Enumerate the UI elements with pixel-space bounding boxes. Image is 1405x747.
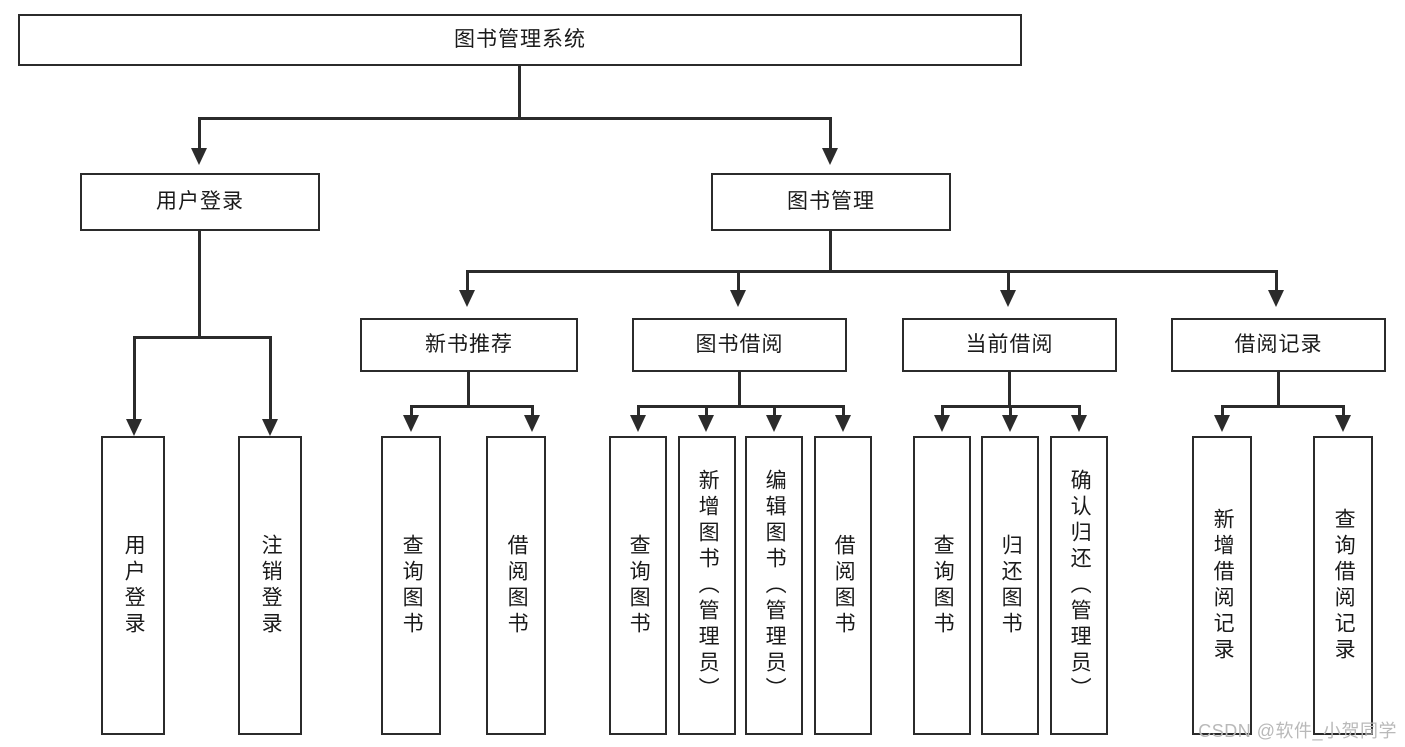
connector-book-manage-child-1 — [466, 270, 469, 292]
connector-new-book-leaf-2 — [531, 405, 534, 417]
connector-book-borrow-bus — [637, 405, 845, 408]
arrow-current-borrow-leaf-3 — [1071, 415, 1087, 432]
node-book-borrow[interactable]: 图书借阅 — [632, 318, 847, 372]
arrow-book-manage-child-4 — [1268, 290, 1284, 307]
node-label: 借阅记录 — [1234, 333, 1323, 357]
arrow-book-borrow-leaf-2 — [698, 415, 714, 432]
node-label: 用户登录 — [122, 533, 146, 638]
arrow-new-book-leaf-1 — [403, 415, 419, 432]
leaf-user-login-logout[interactable]: 注销登录 — [238, 436, 302, 735]
connector-book-manage-child-4 — [1275, 270, 1278, 292]
connector-new-book-stem — [467, 372, 470, 405]
leaf-borrow-record-add[interactable]: 新增借阅记录 — [1192, 436, 1252, 735]
connector-new-book-leaf-1 — [410, 405, 413, 417]
leaf-book-borrow-add[interactable]: 新增图书（管理员） — [678, 436, 736, 735]
connector-book-borrow-leaf-3 — [773, 405, 776, 417]
connector-current-borrow-stem — [1008, 372, 1011, 405]
arrow-borrow-record-leaf-1 — [1214, 415, 1230, 432]
node-label: 当前借阅 — [965, 333, 1054, 357]
connector-root-to-book-manage — [829, 117, 832, 150]
connector-borrow-record-leaf-2 — [1342, 405, 1345, 417]
arrow-book-borrow-leaf-4 — [835, 415, 851, 432]
connector-book-borrow-stem — [738, 372, 741, 405]
connector-current-borrow-leaf-3 — [1078, 405, 1081, 417]
connector-borrow-record-stem — [1277, 372, 1280, 405]
node-label: 查询借阅记录 — [1332, 507, 1356, 664]
arrow-book-manage-child-1 — [459, 290, 475, 307]
arrow-user-login-child-1 — [126, 419, 142, 436]
connector-user-login-bus — [133, 336, 272, 339]
arrow-book-borrow-leaf-3 — [766, 415, 782, 432]
connector-book-borrow-leaf-1 — [637, 405, 640, 417]
connector-book-manage-child-3 — [1007, 270, 1010, 292]
arrow-borrow-record-leaf-2 — [1335, 415, 1351, 432]
connector-root-bus — [198, 117, 832, 120]
connector-user-login-child-1 — [133, 336, 136, 421]
arrow-book-manage-child-3 — [1000, 290, 1016, 307]
connector-book-borrow-leaf-2 — [705, 405, 708, 417]
node-label: 用户登录 — [156, 190, 244, 214]
node-label: 注销登录 — [259, 533, 283, 638]
node-borrow-record[interactable]: 借阅记录 — [1171, 318, 1386, 372]
arrow-root-to-book-manage — [822, 148, 838, 165]
arrow-root-to-user-login — [191, 148, 207, 165]
node-book-management[interactable]: 图书管理 — [711, 173, 951, 231]
node-label: 新书推荐 — [425, 333, 513, 357]
leaf-current-borrow-confirm[interactable]: 确认归还（管理员） — [1050, 436, 1108, 735]
node-label: 确认归还（管理员） — [1068, 468, 1092, 703]
arrow-new-book-leaf-2 — [524, 415, 540, 432]
node-label: 归还图书 — [999, 533, 1023, 638]
connector-current-borrow-leaf-2 — [1009, 405, 1012, 417]
arrow-book-manage-child-2 — [730, 290, 746, 307]
leaf-new-book-query[interactable]: 查询图书 — [381, 436, 441, 735]
connector-book-manage-stem — [829, 231, 832, 270]
node-root-system[interactable]: 图书管理系统 — [18, 14, 1022, 66]
node-label: 新增借阅记录 — [1211, 507, 1235, 664]
connector-user-login-child-2 — [269, 336, 272, 421]
arrow-user-login-child-2 — [262, 419, 278, 436]
leaf-current-borrow-query[interactable]: 查询图书 — [913, 436, 971, 735]
arrow-current-borrow-leaf-2 — [1002, 415, 1018, 432]
node-label: 图书管理系统 — [454, 28, 586, 52]
leaf-book-borrow-borrow[interactable]: 借阅图书 — [814, 436, 872, 735]
leaf-book-borrow-edit[interactable]: 编辑图书（管理员） — [745, 436, 803, 735]
connector-book-manage-child-2 — [737, 270, 740, 292]
leaf-book-borrow-query[interactable]: 查询图书 — [609, 436, 667, 735]
node-label: 查询图书 — [627, 533, 651, 638]
connector-new-book-bus — [410, 405, 534, 408]
connector-borrow-record-leaf-1 — [1221, 405, 1224, 417]
leaf-new-book-borrow[interactable]: 借阅图书 — [486, 436, 546, 735]
connector-root-to-user-login — [198, 117, 201, 150]
arrow-current-borrow-leaf-1 — [934, 415, 950, 432]
node-label: 借阅图书 — [832, 533, 856, 638]
leaf-current-borrow-return[interactable]: 归还图书 — [981, 436, 1039, 735]
node-label: 查询图书 — [400, 533, 424, 638]
node-label: 图书借阅 — [695, 333, 784, 357]
leaf-borrow-record-query[interactable]: 查询借阅记录 — [1313, 436, 1373, 735]
leaf-user-login-login[interactable]: 用户登录 — [101, 436, 165, 735]
connector-book-manage-bus — [466, 270, 1278, 273]
connector-current-borrow-leaf-1 — [941, 405, 944, 417]
node-label: 查询图书 — [931, 533, 955, 638]
node-label: 新增图书（管理员） — [696, 468, 720, 703]
node-label: 借阅图书 — [505, 533, 529, 638]
connector-borrow-record-bus — [1221, 405, 1345, 408]
node-label: 图书管理 — [787, 190, 875, 214]
connector-user-login-stem — [198, 231, 201, 336]
arrow-book-borrow-leaf-1 — [630, 415, 646, 432]
node-user-login[interactable]: 用户登录 — [80, 173, 320, 231]
node-label: 编辑图书（管理员） — [763, 468, 787, 703]
node-current-borrow[interactable]: 当前借阅 — [902, 318, 1117, 372]
connector-root-stem — [518, 66, 521, 117]
node-new-book-recommend[interactable]: 新书推荐 — [360, 318, 578, 372]
connector-book-borrow-leaf-4 — [842, 405, 845, 417]
